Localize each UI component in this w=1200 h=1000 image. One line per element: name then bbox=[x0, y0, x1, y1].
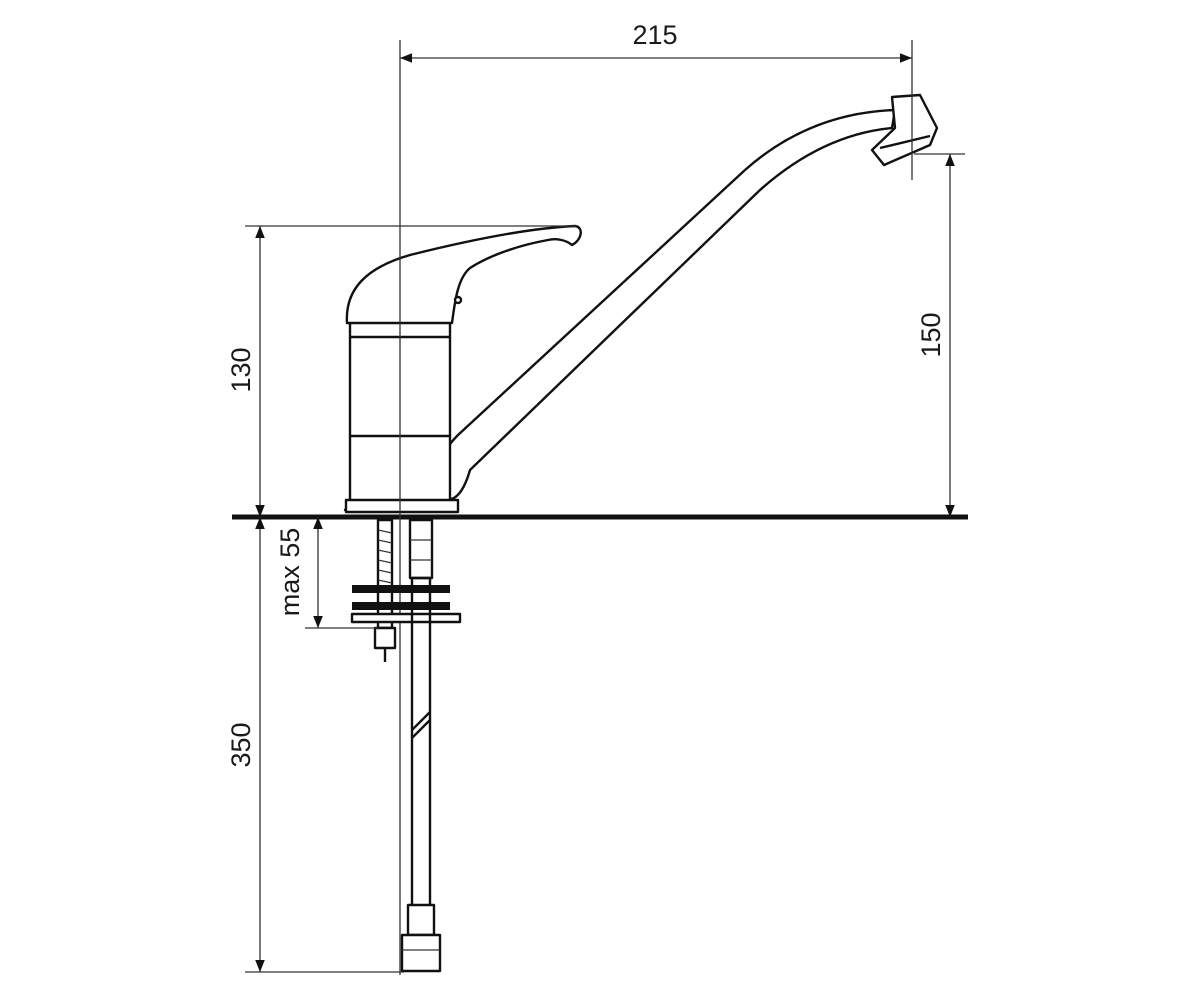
dimension-label-tap-height: 130 bbox=[226, 347, 256, 392]
faucet-lever bbox=[345, 224, 582, 325]
faucet-spout bbox=[435, 108, 897, 501]
dimension-label-hose-length: 350 bbox=[226, 722, 256, 767]
mounting-stud bbox=[373, 518, 397, 662]
supply-hose bbox=[400, 518, 442, 973]
dimension-label-reach: 215 bbox=[632, 20, 677, 50]
dimension-label-spout-height: 150 bbox=[916, 312, 946, 357]
aerator-tip bbox=[870, 93, 939, 167]
dimension-label-counter-thickness: max 55 bbox=[275, 528, 305, 617]
faucet-body bbox=[343, 320, 459, 512]
mounting-washers bbox=[350, 585, 462, 624]
